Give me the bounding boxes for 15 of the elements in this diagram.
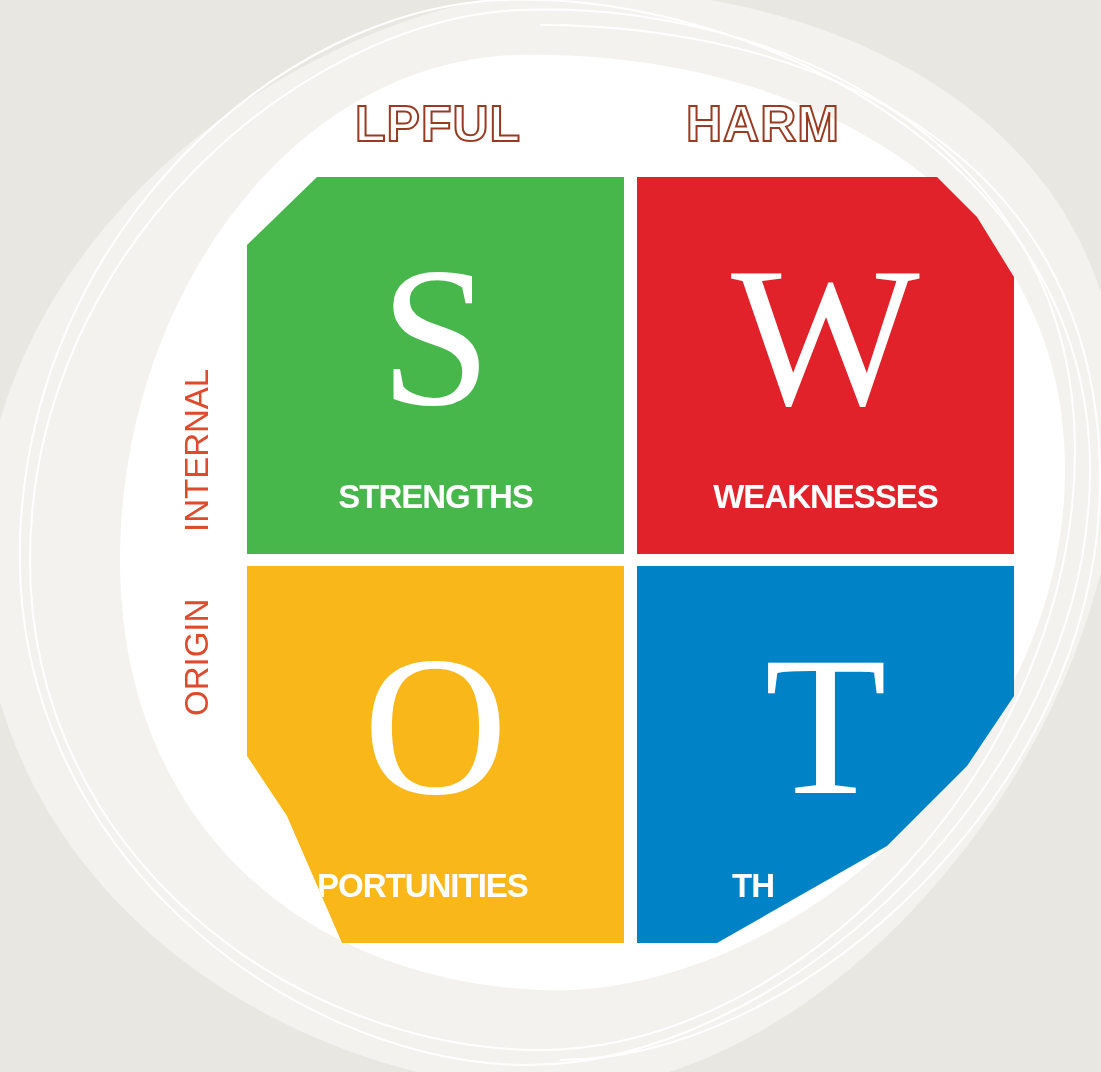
- quadrant-title: PORTUNITIES: [317, 866, 528, 906]
- quadrant-letter: O: [363, 626, 508, 826]
- opportunities-quadrant: [247, 566, 624, 943]
- quadrant-title: STRENGTHS: [338, 477, 533, 517]
- column-heading: HARM: [686, 96, 840, 152]
- row-heading: ORIGIN: [178, 598, 216, 716]
- quadrant-title: TH: [732, 866, 774, 906]
- column-heading: LPFUL: [355, 96, 522, 152]
- quadrant-title: WEAKNESSES: [713, 477, 938, 517]
- quadrant-letter: W: [731, 237, 920, 437]
- quadrant-letter: T: [764, 626, 887, 826]
- row-heading: INTERNAL: [178, 368, 216, 532]
- weaknesses-quadrant: [637, 177, 1014, 554]
- quadrant-letter: S: [379, 237, 492, 437]
- strengths-quadrant: [247, 177, 624, 554]
